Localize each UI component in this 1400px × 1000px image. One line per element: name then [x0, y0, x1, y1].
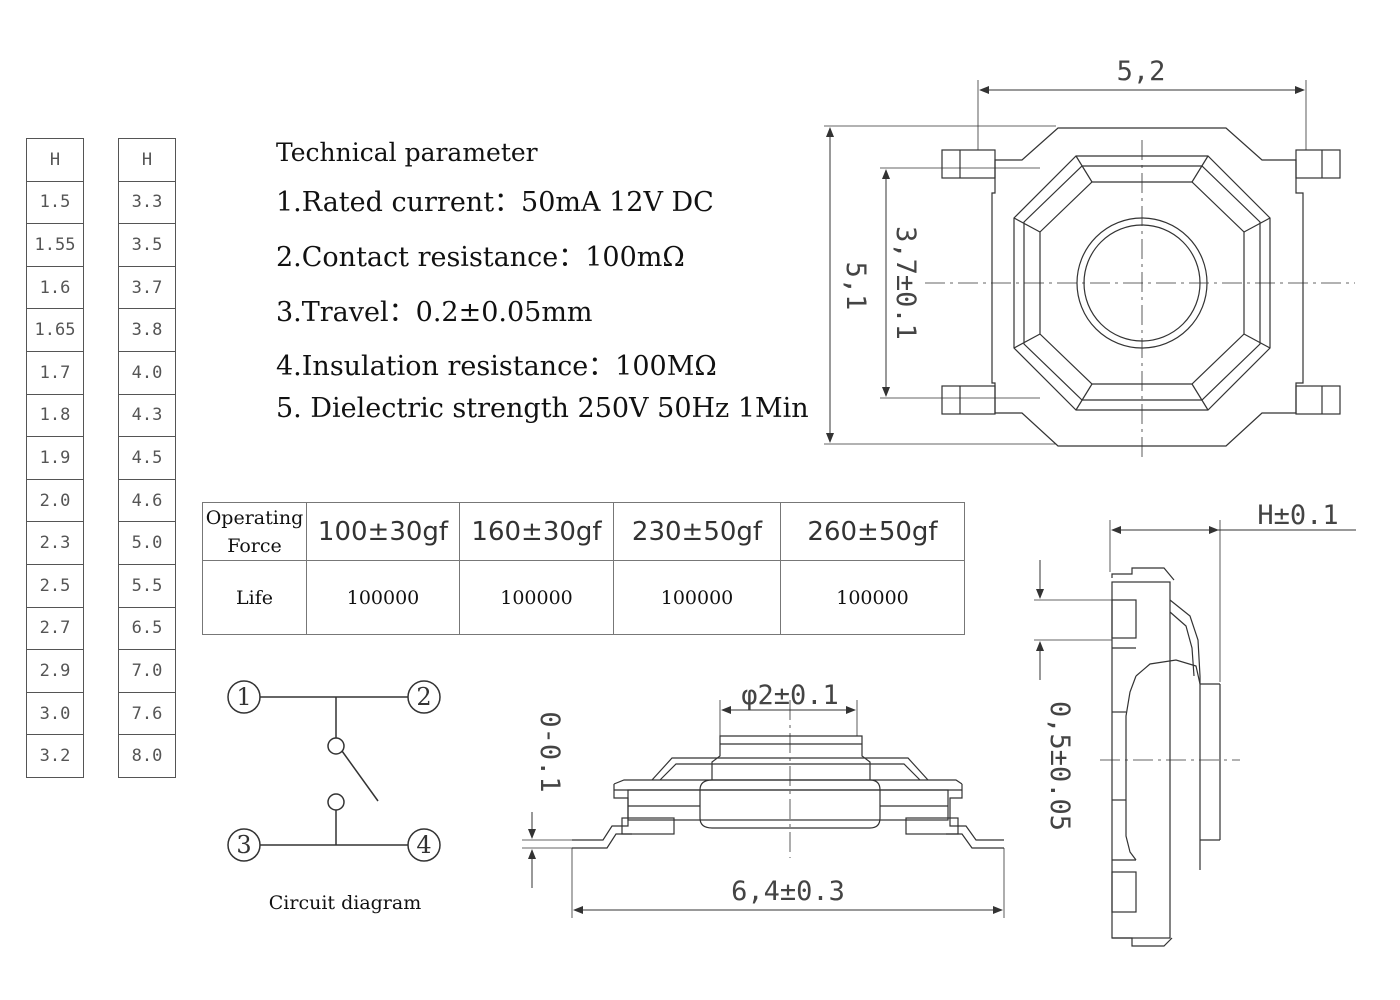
table-row: 7.0	[118, 649, 176, 693]
life-label: Life	[202, 560, 307, 635]
table-row: H	[118, 138, 176, 182]
dim-top-height: 5,1	[840, 262, 871, 311]
circuit-diagram	[227, 680, 441, 862]
height-value: 2.3	[26, 521, 84, 565]
table-row: 1.55	[26, 223, 84, 267]
table-row: 4.6	[118, 478, 176, 523]
table-row: 2.7	[26, 606, 84, 651]
header-line-2: Force	[227, 534, 282, 557]
technical-title: Technical parameter	[276, 138, 538, 167]
height-value: 1.65	[26, 308, 84, 352]
table-row: 1.8	[26, 393, 84, 438]
circuit-labels: 1 2 3 4 Circuit diagram	[236, 683, 431, 914]
front-view	[522, 700, 1005, 918]
height-value: 5.5	[118, 563, 176, 608]
dim-lead-offset: 0-0.1	[534, 711, 565, 792]
terminal-4-circle	[407, 828, 441, 862]
height-value: 2.7	[26, 606, 84, 651]
table-row: 4.0	[118, 350, 176, 395]
height-value: 4.5	[118, 436, 176, 480]
terminal-3-label: 3	[236, 831, 251, 859]
side-view-dimensions	[1036, 526, 1356, 680]
table-row: 8.0	[118, 734, 176, 778]
table-row: 3.5	[118, 223, 176, 267]
height-value: 4.0	[118, 350, 176, 395]
front-view-dimensions	[528, 706, 1003, 914]
force-cell: 230±50gf	[613, 502, 781, 561]
height-value: 3.8	[118, 308, 176, 352]
table-row: 4.3	[118, 393, 176, 438]
dim-inner-height: 3,7±0.1	[890, 226, 921, 340]
life-cell: 100000	[780, 560, 965, 635]
header-line-1: Operating	[205, 506, 304, 529]
table-row: H	[26, 138, 84, 182]
dim-height-tolerance: H±0.1	[1257, 500, 1338, 531]
table-row: 3.3	[118, 180, 176, 225]
height-value: 8.0	[118, 734, 176, 778]
table-row: 6.5	[118, 606, 176, 651]
table-row: 5.5	[118, 563, 176, 608]
life-cell: 100000	[306, 560, 460, 635]
life-cell: 100000	[459, 560, 614, 635]
terminal-4-label: 4	[416, 831, 431, 859]
dim-button-diameter: φ2±0.1	[741, 680, 839, 711]
terminal-1-label: 1	[236, 683, 251, 711]
terminal-2-label: 2	[416, 683, 431, 711]
tech-rated-current: 1.Rated current：50mA 12V DC	[276, 187, 714, 218]
tech-travel: 3.Travel：0.2±0.05mm	[276, 297, 593, 328]
table-row: 3.2	[26, 734, 84, 778]
height-value: 7.6	[118, 691, 176, 736]
height-value: 2.9	[26, 649, 84, 693]
table-row: 3.8	[118, 308, 176, 352]
table-row: 7.6	[118, 691, 176, 736]
table-row: 1.65	[26, 308, 84, 352]
circuit-caption: Circuit diagram	[269, 892, 421, 914]
height-value: 4.6	[118, 478, 176, 523]
dim-overall-length: 6,4±0.3	[731, 876, 845, 907]
table-row: 2.3	[26, 521, 84, 565]
terminal-3-circle	[227, 828, 261, 862]
height-value: 7.0	[118, 649, 176, 693]
tech-contact-resistance: 2.Contact resistance：100mΩ	[276, 242, 685, 273]
dim-top-width: 5,2	[1117, 56, 1166, 87]
terminal-2-circle	[407, 680, 441, 714]
height-value: 1.8	[26, 393, 84, 438]
height-value: 3.5	[118, 223, 176, 267]
height-value: 3.0	[26, 691, 84, 736]
height-value: 3.2	[26, 734, 84, 778]
side-view	[1034, 520, 1240, 947]
table-row: 2.9	[26, 649, 84, 693]
terminal-1-circle	[227, 680, 261, 714]
height-value: 1.7	[26, 350, 84, 395]
height-value: 1.9	[26, 436, 84, 480]
height-value: 3.3	[118, 180, 176, 225]
height-value: 6.5	[118, 606, 176, 651]
force-cell: 160±30gf	[459, 502, 614, 561]
dim-lead-thickness: 0,5±0.05	[1044, 701, 1075, 831]
height-value: 1.55	[26, 223, 84, 267]
table-row: 4.5	[118, 436, 176, 480]
tech-dielectric-strength: 5. Dielectric strength 250V 50Hz 1Min	[276, 393, 809, 424]
table-row: 3.0	[26, 691, 84, 736]
height-header: H	[118, 138, 176, 182]
top-view	[824, 80, 1355, 458]
table-row: 3.7	[118, 265, 176, 310]
height-value: 3.7	[118, 265, 176, 310]
height-value: 4.3	[118, 393, 176, 438]
table-row: 1.9	[26, 436, 84, 480]
table-row: 1.7	[26, 350, 84, 395]
height-header: H	[26, 138, 84, 182]
operating-force-table: Operating Force 100±30gf 160±30gf 230±50…	[202, 502, 965, 635]
tech-insulation-resistance: 4.Insulation resistance：100MΩ	[276, 351, 717, 382]
force-cell: 100±30gf	[306, 502, 460, 561]
top-view-dimensions	[826, 86, 1305, 443]
life-cell: 100000	[613, 560, 781, 635]
